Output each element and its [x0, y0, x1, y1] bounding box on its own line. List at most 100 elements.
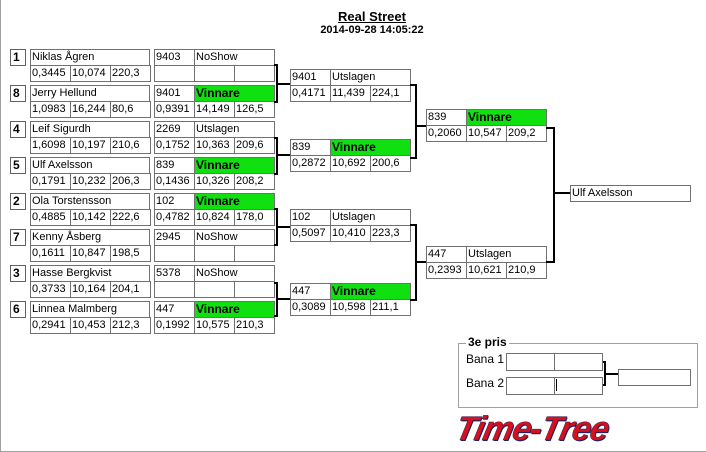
lane-stat[interactable]: 14,149 [194, 101, 235, 118]
lane-stat[interactable]: 210,3 [234, 317, 275, 334]
lane-id[interactable]: 447 [290, 283, 331, 300]
lane-stat[interactable]: 0,1992 [154, 317, 195, 334]
lane-stat[interactable]: 223,3 [370, 225, 411, 242]
lane-stat[interactable]: 0,4782 [154, 209, 195, 226]
player-name[interactable]: Linnea Malmberg [30, 301, 150, 318]
player-name[interactable]: Leif Sigurdh [30, 121, 150, 138]
lane-stat[interactable] [234, 245, 275, 262]
lane-status[interactable]: NoShow [194, 229, 275, 246]
player-stat[interactable]: 210,6 [110, 137, 151, 154]
player-stat[interactable]: 1,6098 [30, 137, 71, 154]
lane-stat[interactable]: 0,2393 [426, 262, 467, 279]
lane-status[interactable]: Vinnare [330, 283, 411, 300]
lane-stat[interactable]: 0,5097 [290, 225, 331, 242]
lane-id[interactable]: 5378 [154, 265, 195, 282]
final-winner[interactable]: Ulf Axelsson [570, 185, 691, 202]
player-stat[interactable]: 10,142 [70, 209, 111, 226]
lane-stat[interactable]: 0,4171 [290, 85, 331, 102]
player-stat[interactable]: 10,847 [70, 245, 111, 262]
lane-id[interactable]: 447 [154, 301, 195, 318]
player-stat[interactable]: 212,3 [110, 317, 151, 334]
lane-stat[interactable] [154, 281, 195, 298]
lane-stat[interactable]: 0,9391 [154, 101, 195, 118]
lane-status[interactable]: Utslagen [330, 69, 411, 86]
player-stat[interactable]: 10,232 [70, 173, 111, 190]
player-stat[interactable]: 10,074 [70, 65, 111, 82]
player-stat[interactable]: 0,1611 [30, 245, 71, 262]
lane-stat[interactable]: 11,439 [330, 85, 371, 102]
lane-stat[interactable]: 0,2872 [290, 155, 331, 172]
lane-status[interactable]: Vinnare [194, 157, 275, 174]
lane-stat[interactable] [154, 245, 195, 262]
player-stat[interactable]: 222,6 [110, 209, 151, 226]
lane-stat[interactable]: 209,2 [506, 125, 547, 142]
lane-stat[interactable]: 10,824 [194, 209, 235, 226]
player-stat[interactable]: 16,244 [70, 101, 111, 118]
lane-status[interactable]: NoShow [194, 49, 275, 66]
lane-id[interactable]: 9401 [290, 69, 331, 86]
lane-stat[interactable]: 10,326 [194, 173, 235, 190]
lane-status[interactable]: Vinnare [330, 139, 411, 156]
lane-stat[interactable] [234, 281, 275, 298]
lane-stat[interactable]: 10,547 [466, 125, 507, 142]
lane-id[interactable]: 102 [290, 209, 331, 226]
lane-stat[interactable]: 126,5 [234, 101, 275, 118]
player-stat[interactable]: 1,0983 [30, 101, 71, 118]
player-stat[interactable]: 0,4885 [30, 209, 71, 226]
lane-status[interactable]: Utslagen [330, 209, 411, 226]
lane-id[interactable]: 9401 [154, 85, 195, 102]
lane-id[interactable]: 9403 [154, 49, 195, 66]
lane-stat[interactable] [194, 65, 235, 82]
lane-stat[interactable]: 10,621 [466, 262, 507, 279]
player-stat[interactable]: 0,3733 [30, 281, 71, 298]
lane-stat[interactable]: 0,3089 [290, 299, 331, 316]
lane-stat[interactable]: 10,410 [330, 225, 371, 242]
player-name[interactable]: Jerry Hellund [30, 85, 150, 102]
lane-stat[interactable]: 10,575 [194, 317, 235, 334]
lane-id[interactable]: 102 [154, 193, 195, 210]
lane-status[interactable]: Vinnare [194, 85, 275, 102]
player-stat[interactable]: 80,6 [110, 101, 151, 118]
lane-stat[interactable]: 0,1752 [154, 137, 195, 154]
lane-stat[interactable] [154, 65, 195, 82]
lane1-id-field[interactable] [506, 353, 555, 371]
player-name[interactable]: Ola Torstensson [30, 193, 150, 210]
lane-status[interactable]: Utslagen [466, 246, 547, 263]
lane-id[interactable]: 447 [426, 246, 467, 263]
lane-stat[interactable]: 10,598 [330, 299, 371, 316]
player-stat[interactable]: 0,1791 [30, 173, 71, 190]
lane-status[interactable]: Vinnare [466, 109, 547, 126]
player-stat[interactable]: 220,3 [110, 65, 151, 82]
player-stat[interactable]: 204,1 [110, 281, 151, 298]
lane-stat[interactable]: 0,1436 [154, 173, 195, 190]
lane-stat[interactable]: 224,1 [370, 85, 411, 102]
player-name[interactable]: Ulf Axelsson [30, 157, 150, 174]
lane-stat[interactable] [194, 281, 235, 298]
player-stat[interactable]: 10,453 [70, 317, 111, 334]
lane-stat[interactable]: 209,6 [234, 137, 275, 154]
lane-id[interactable]: 839 [290, 139, 331, 156]
lane-stat[interactable] [234, 65, 275, 82]
lane-id[interactable]: 839 [154, 157, 195, 174]
player-stat[interactable]: 10,197 [70, 137, 111, 154]
player-stat[interactable]: 10,164 [70, 281, 111, 298]
player-name[interactable]: Niklas Ågren [30, 49, 150, 66]
lane-stat[interactable]: 210,9 [506, 262, 547, 279]
lane-stat[interactable]: 178,0 [234, 209, 275, 226]
lane-stat[interactable]: 0,2060 [426, 125, 467, 142]
lane1-name-field[interactable] [554, 353, 603, 371]
lane-stat[interactable]: 10,363 [194, 137, 235, 154]
player-stat[interactable]: 198,5 [110, 245, 151, 262]
lane-stat[interactable] [194, 245, 235, 262]
player-stat[interactable]: 206,3 [110, 173, 151, 190]
player-name[interactable]: Kenny Åsberg [30, 229, 150, 246]
lane2-name-field[interactable] [554, 377, 603, 395]
player-stat[interactable]: 0,2941 [30, 317, 71, 334]
lane-stat[interactable]: 211,1 [370, 299, 411, 316]
lane-status[interactable]: Utslagen [194, 121, 275, 138]
lane-stat[interactable]: 200,6 [370, 155, 411, 172]
lane-status[interactable]: NoShow [194, 265, 275, 282]
lane2-id-field[interactable] [506, 377, 555, 395]
lane-status[interactable]: Vinnare [194, 193, 275, 210]
lane-status[interactable]: Vinnare [194, 301, 275, 318]
